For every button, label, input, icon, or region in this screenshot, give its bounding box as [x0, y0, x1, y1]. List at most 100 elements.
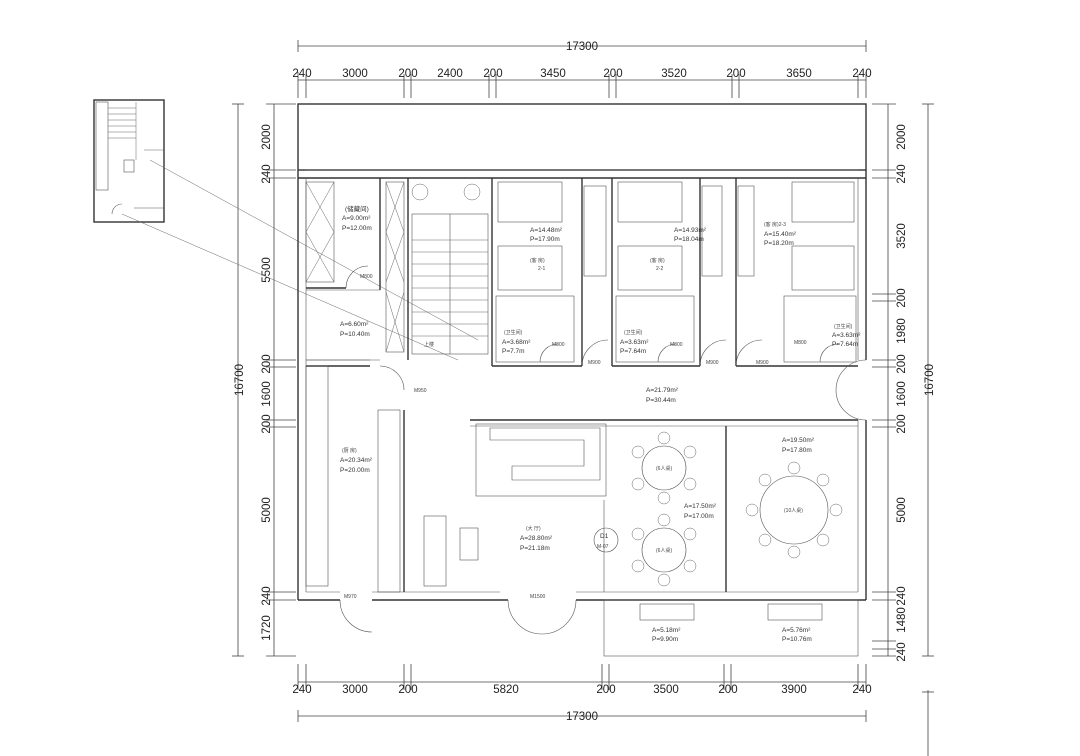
left-dim: 240 [261, 164, 273, 183]
left-dimension-labels: 16700 2000 240 5500 200 1600 200 5000 24… [234, 124, 273, 641]
left-dim: 1600 [261, 381, 273, 407]
dining-tables [631, 431, 843, 587]
stair-lobby-area: A=6.60m² [340, 321, 369, 328]
room1-area: A=14.48m² [530, 227, 563, 234]
stair-detail-inset [93, 99, 479, 361]
dining-right-area: A=19.50m² [782, 437, 815, 444]
right-dim: 240 [896, 164, 908, 183]
table-label: (6人桌) [656, 547, 672, 554]
corridor-area: A=21.79m² [646, 387, 679, 394]
top-dim: 240 [852, 68, 871, 80]
dining-mid-area: A=17.50m² [684, 503, 717, 510]
right-dim: 240 [896, 586, 908, 605]
left-dim: 5500 [261, 257, 273, 283]
right-dim: 1980 [896, 318, 908, 344]
right-dim: 3520 [896, 223, 908, 249]
top-overall-dim: 17300 [566, 41, 598, 53]
left-dim: 240 [261, 586, 273, 605]
left-dim: 200 [261, 354, 273, 373]
bottom-dim: 3500 [653, 684, 679, 696]
kitchen-area: A=20.34m² [340, 457, 373, 464]
left-dim: 2000 [261, 124, 273, 150]
storage-name: (储藏间) [345, 204, 369, 213]
right-overall-dim: 16700 [924, 364, 936, 396]
left-dim: 200 [261, 414, 273, 433]
door-code: M950 [414, 388, 427, 394]
storage-perimeter: P=12.00m [342, 225, 372, 232]
bath1-area: A=3.68m² [502, 339, 531, 346]
bath2-perimeter: P=7.64m [620, 348, 646, 355]
top-dim: 3000 [342, 68, 368, 80]
left-dim: 5000 [261, 497, 273, 523]
right-dim: 5000 [896, 497, 908, 523]
corridor-perimeter: P=30.44m [646, 397, 676, 404]
dimension-lines [232, 40, 934, 756]
bottom-dim: 200 [398, 684, 417, 696]
door-code: M970 [344, 594, 357, 600]
kitchen-perimeter: P=20.00m [340, 467, 370, 474]
room3-name: (客 房)2-3 [764, 221, 786, 228]
top-dim: 3650 [786, 68, 812, 80]
d1-tag: D1 [600, 533, 609, 540]
up-label: 上楼 [424, 341, 434, 348]
right-dim: 200 [896, 414, 908, 433]
top-dim: 3520 [661, 68, 687, 80]
bath3-area: A=3.63m² [832, 332, 861, 339]
hall-area: A=28.80m² [520, 535, 553, 542]
right-dim: 1480 [896, 607, 908, 633]
bottom-dim: 200 [596, 684, 615, 696]
door-code: M900 [706, 360, 719, 366]
table-label: (10人桌) [784, 507, 803, 514]
bath1-name: (卫生间) [504, 329, 523, 336]
top-dim: 240 [292, 68, 311, 80]
top-dim: 200 [603, 68, 622, 80]
top-dim: 200 [483, 68, 502, 80]
dining-right-perimeter: P=17.80m [782, 447, 812, 454]
bath3-name: (卫生间) [834, 323, 853, 330]
room1-name: (客 房) [530, 257, 545, 264]
bottom-dimension-labels: 240 3000 200 5820 200 3500 200 3900 240 … [292, 684, 871, 723]
hall-perimeter: P=21.18m [520, 545, 550, 552]
door-code: M800 [794, 340, 807, 346]
dining-mid-perimeter: P=17.00m [684, 513, 714, 520]
right-dimension-labels: 16700 2000 240 3520 200 1980 200 1600 20… [896, 124, 936, 661]
left-dim: 1720 [261, 615, 273, 641]
top-dim: 2400 [437, 68, 463, 80]
bottom-dim: 5820 [493, 684, 519, 696]
hall-name: (大 厅) [526, 525, 541, 532]
top-dim: 200 [398, 68, 417, 80]
left-overall-dim: 16700 [234, 364, 246, 396]
room1-sub: 2-1 [538, 266, 545, 272]
door-code: M900 [756, 360, 769, 366]
building-walls [297, 103, 867, 657]
storage-area: A=9.00m² [342, 215, 371, 222]
top-dim: 200 [726, 68, 745, 80]
door-code: M800 [670, 342, 683, 348]
right-dim: 200 [896, 288, 908, 307]
door-code: M800 [552, 342, 565, 348]
top-dimension-labels: 17300 240 3000 200 2400 200 3450 200 352… [292, 41, 871, 80]
m07-tag: M-07 [597, 544, 609, 550]
right-dim: 2000 [896, 124, 908, 150]
bottom-dim: 3900 [781, 684, 807, 696]
door-code: M800 [360, 274, 373, 280]
bottom-dim: 240 [292, 684, 311, 696]
kitchen-name: (厨 房) [342, 447, 357, 454]
balcony-left-area: A=5.18m² [652, 627, 681, 634]
bottom-dim: 200 [718, 684, 737, 696]
door-code: M1500 [530, 594, 546, 600]
door-code: M900 [588, 360, 601, 366]
top-dim: 3450 [540, 68, 566, 80]
room1-perimeter: P=17.90m [530, 236, 560, 243]
bottom-dim: 3000 [342, 684, 368, 696]
balcony-right-perimeter: P=10.76m [782, 636, 812, 643]
bath2-name: (卫生间) [624, 329, 643, 336]
room3-area: A=15.40m² [764, 231, 797, 238]
right-dim: 200 [896, 354, 908, 373]
balcony-right-area: A=5.76m² [782, 627, 811, 634]
room2-sub: 2-2 [656, 266, 663, 272]
room2-perimeter: P=18.04m [674, 236, 704, 243]
room2-name: (客 房) [650, 257, 665, 264]
right-dim: 240 [896, 642, 908, 661]
